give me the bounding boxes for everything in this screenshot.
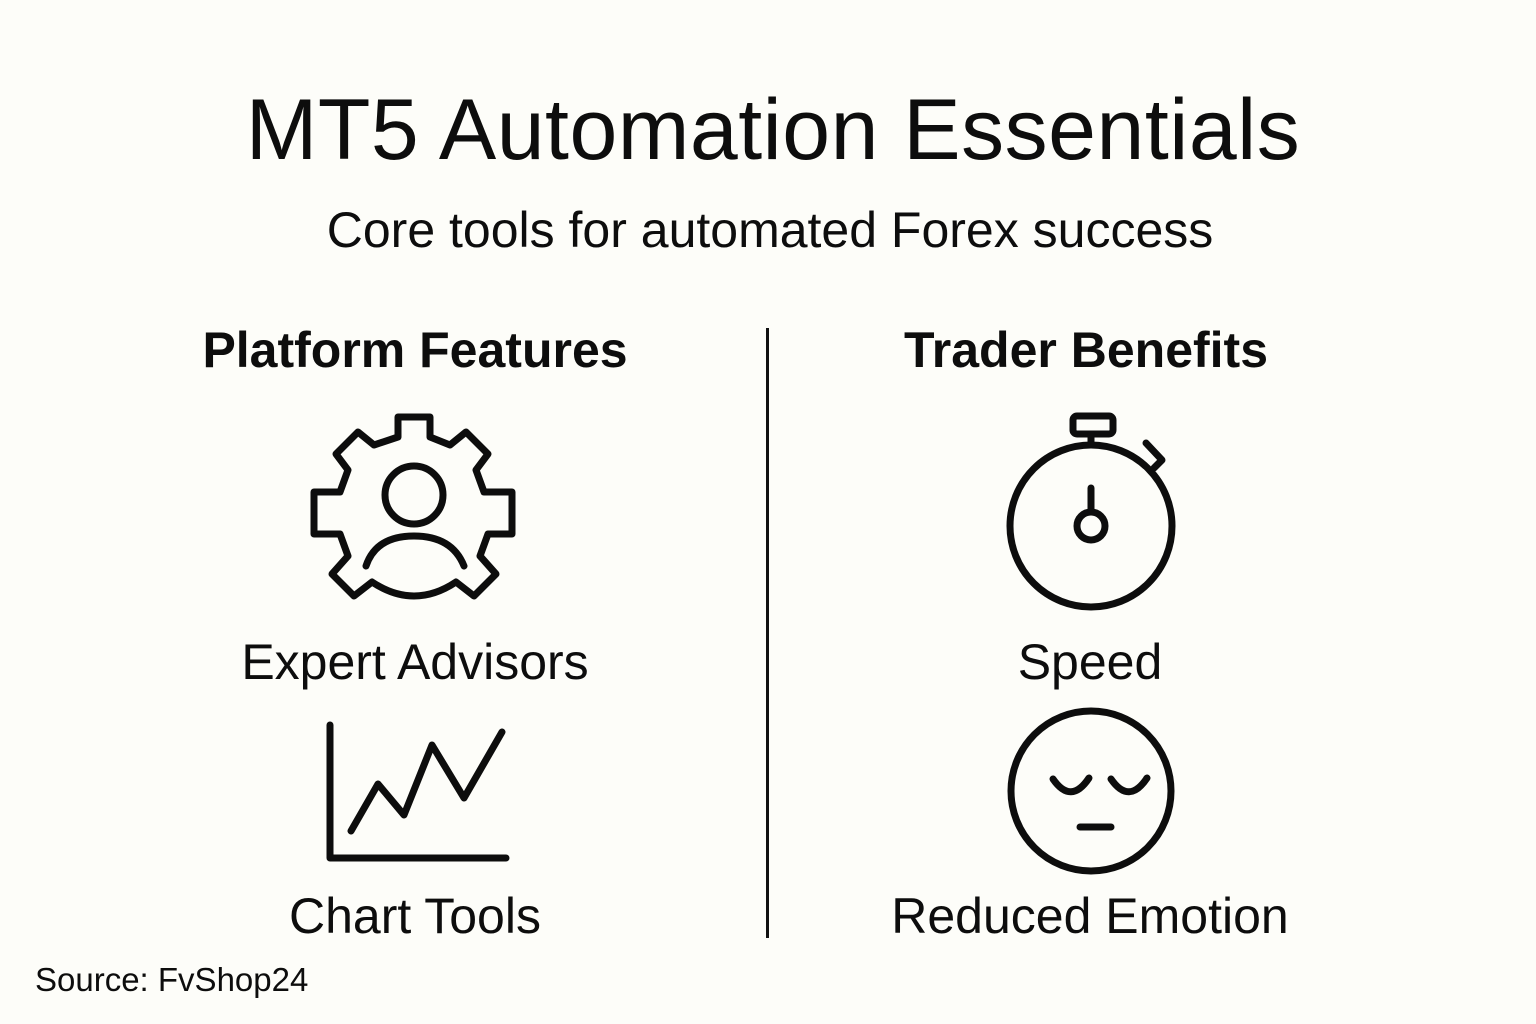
page-title: MT5 Automation Essentials [245,82,1301,178]
calm-face-icon [1003,705,1179,877]
line-chart-icon [320,715,520,867]
item-label-speed: Speed [1017,634,1163,690]
page-subtitle: Core tools for automated Forex success [326,202,1214,258]
gear-user-icon [306,410,522,616]
item-label-reduced-emotion: Reduced Emotion [891,888,1289,944]
item-label-chart-tools: Chart Tools [289,888,541,944]
column-divider [766,328,769,938]
stopwatch-icon [1000,410,1180,615]
source-credit: Source: FvShop24 [35,961,309,998]
column-heading-platform-features: Platform Features [202,322,628,378]
item-label-expert-advisors: Expert Advisors [241,634,589,690]
column-heading-trader-benefits: Trader Benefits [903,322,1268,378]
